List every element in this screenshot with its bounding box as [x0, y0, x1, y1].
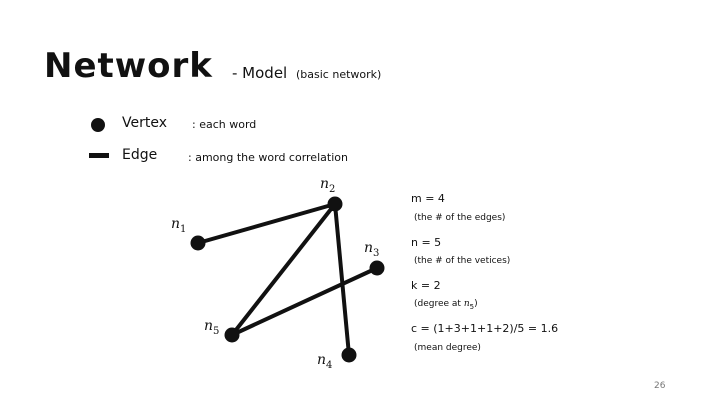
node-label-n5: n5	[204, 318, 220, 337]
stat-c-note: (mean degree)	[414, 343, 481, 353]
stat-m-value: m = 4	[411, 192, 445, 205]
page-number: 26	[654, 381, 666, 391]
vertex-n3	[369, 260, 385, 276]
stat-n-value: n = 5	[411, 236, 442, 249]
subtitle-note: (basic network)	[296, 68, 382, 81]
stat-m-note: (the # of the edges)	[414, 213, 506, 223]
stat-k-note: (degree at n5)	[414, 299, 478, 311]
vertex-legend-icon	[91, 118, 105, 132]
subtitle-main: - Model	[232, 64, 288, 82]
edge-n1-n2	[196, 202, 337, 245]
node-label-n1: n1	[171, 216, 187, 235]
node-label-n2: n2	[320, 176, 336, 195]
edge-legend-icon	[89, 153, 109, 158]
edge-n2-n5	[230, 202, 337, 337]
vertex-legend-desc: : each word	[192, 118, 257, 131]
edge-n5-n3	[230, 266, 379, 337]
vertex-n1	[190, 235, 206, 251]
subtitle: - Model (basic network)	[232, 64, 381, 82]
stat-n-note: (the # of the vetices)	[414, 256, 511, 266]
vertex-n4	[341, 347, 357, 363]
stat-c-value: c = (1+3+1+1+2)/5 = 1.6	[411, 322, 559, 335]
vertex-n5	[224, 327, 240, 343]
edge-n2-n4	[333, 202, 351, 357]
page-title: Network	[44, 46, 213, 86]
vertex-n2	[327, 196, 343, 212]
node-label-n3: n3	[364, 240, 380, 259]
stat-k-value: k = 2	[411, 279, 441, 292]
node-label-n4: n4	[317, 352, 333, 371]
vertex-legend-label: Vertex	[122, 115, 168, 131]
edge-legend-desc: : among the word correlation	[188, 151, 348, 164]
edge-legend-label: Edge	[122, 147, 158, 163]
